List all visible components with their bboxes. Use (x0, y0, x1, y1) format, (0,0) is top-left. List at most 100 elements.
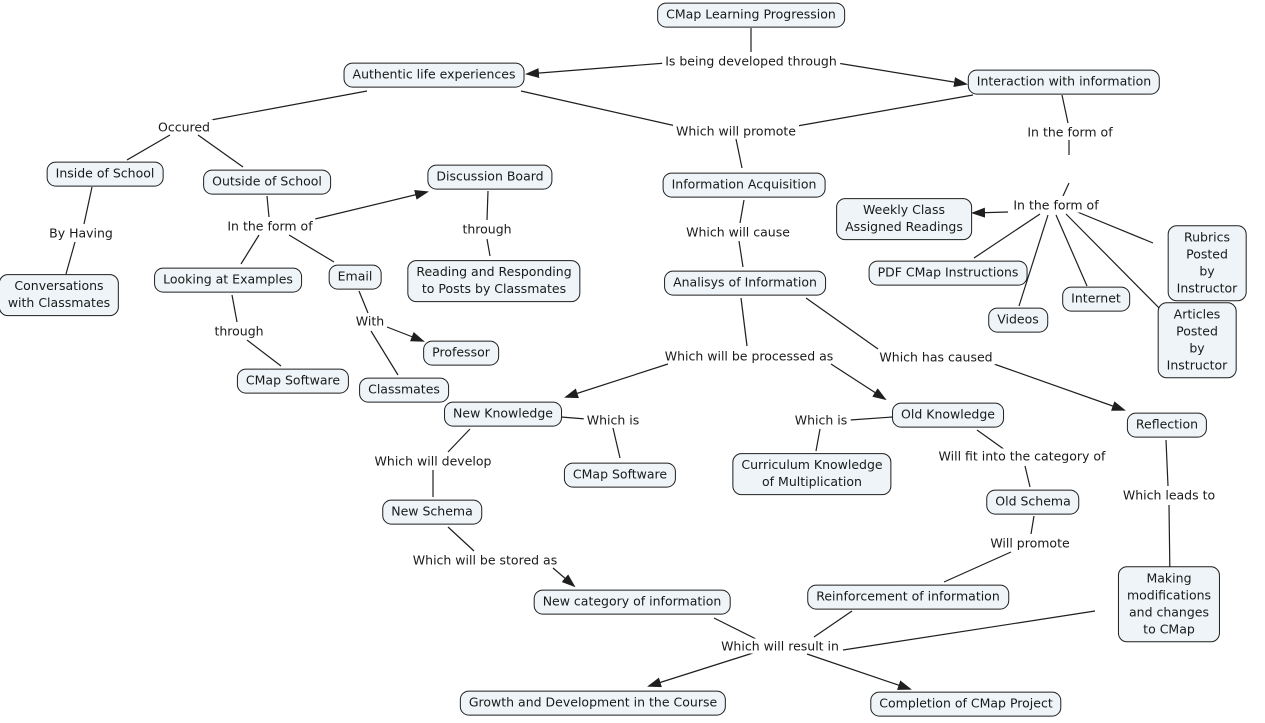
connector-line (65, 241, 76, 275)
connector-line (358, 290, 369, 314)
connector-line (1065, 213, 1172, 321)
linking-phrase-which-will-cause: Which will cause (683, 224, 793, 240)
linking-phrase-through-discussion-board: through (459, 221, 515, 237)
connector-line (1165, 439, 1169, 487)
concept-node-interaction-with-information[interactable]: Interaction with information (967, 69, 1161, 95)
linking-phrase-with: With (352, 313, 388, 329)
connector-arrow (836, 62, 968, 88)
concept-node-old-knowledge[interactable]: Old Knowledge (892, 402, 1004, 428)
concept-node-articles-posted-by-instructor[interactable]: Articles Posted by Instructor (1157, 302, 1237, 378)
connector-line (943, 551, 1012, 583)
linking-phrase-occured: Occured (155, 119, 213, 135)
connector-line (1061, 94, 1069, 124)
connector-arrow (806, 653, 912, 690)
concept-node-cmap-software-center[interactable]: CMap Software (563, 462, 677, 488)
concept-node-curriculum-knowledge-of-multiplication[interactable]: Curriculum Knowledge of Multiplication (732, 453, 892, 495)
connector-line (370, 330, 399, 376)
concept-node-classmates[interactable]: Classmates (359, 377, 449, 403)
concept-node-cmap-learning-progression[interactable]: CMap Learning Progression (657, 2, 845, 28)
connector-line (210, 90, 368, 121)
connector-arrow (830, 363, 887, 401)
connector-line (1030, 515, 1035, 535)
linking-phrase-in-the-form-of-interaction: In the form of (1024, 124, 1116, 140)
concept-node-email[interactable]: Email (328, 264, 382, 290)
concept-node-new-schema[interactable]: New Schema (382, 499, 482, 525)
linking-phrase-which-will-result-in: Which will result in (718, 638, 842, 654)
connector-arrow (993, 363, 1126, 411)
connector-line (447, 526, 475, 552)
concept-node-new-category-of-information[interactable]: New category of information (533, 589, 731, 615)
connector-line (447, 428, 471, 453)
linking-phrase-will-promote: Will promote (987, 535, 1073, 551)
connector-line (197, 134, 244, 168)
concept-node-making-modifications-and-changes[interactable]: Making modifications and changes to CMap (1117, 566, 1221, 642)
connector-line (796, 94, 974, 127)
concept-node-new-knowledge[interactable]: New Knowledge (444, 401, 562, 427)
connector-line (1024, 465, 1031, 488)
concept-node-internet[interactable]: Internet (1062, 286, 1130, 312)
linking-phrase-which-will-develop: Which will develop (371, 453, 495, 469)
connector-line (739, 199, 745, 224)
concept-node-videos[interactable]: Videos (988, 307, 1048, 333)
connector-line (1062, 182, 1070, 197)
concept-node-completion-of-cmap-project[interactable]: Completion of CMap Project (870, 691, 1062, 717)
concept-node-reflection[interactable]: Reflection (1126, 412, 1208, 438)
linking-phrase-in-the-form-of-media: In the form of (1010, 197, 1102, 213)
concept-node-information-acquisition[interactable]: Information Acquisition (662, 172, 826, 198)
concept-node-outside-of-school[interactable]: Outside of School (203, 169, 331, 195)
concept-node-authentic-life-experiences[interactable]: Authentic life experiences (343, 62, 525, 88)
connector-line (813, 610, 853, 638)
linking-phrase-which-has-caused: Which has caused (876, 349, 996, 365)
linking-phrase-which-will-promote: Which will promote (672, 123, 800, 139)
concept-node-pdf-cmap-instructions[interactable]: PDF CMap Instructions (868, 260, 1028, 286)
linking-phrase-by-having: By Having (46, 225, 116, 241)
connector-line (240, 234, 260, 265)
linking-phrase-is-being-developed-through: Is being developed through (662, 53, 840, 69)
connector-line (976, 429, 1006, 451)
concept-node-looking-at-examples[interactable]: Looking at Examples (154, 267, 302, 293)
connector-arrow (971, 207, 1009, 218)
connector-arrow (552, 567, 576, 588)
concept-node-analisys-of-information[interactable]: Analisys of Information (664, 270, 826, 296)
connector-line (738, 240, 744, 268)
concept-node-professor[interactable]: Professor (423, 340, 499, 366)
concept-node-reading-and-responding-to-posts[interactable]: Reading and Responding to Posts by Class… (407, 260, 581, 302)
connector-arrow (386, 326, 425, 342)
linking-phrase-will-fit-into-the-category-of: Will fit into the category of (935, 448, 1109, 464)
linking-phrase-which-is-left: Which is (583, 412, 643, 428)
connector-line (520, 90, 677, 127)
concept-node-conversations-with-classmates[interactable]: Conversations with Classmates (0, 274, 120, 316)
linking-phrase-through-left: through (211, 323, 267, 339)
concept-node-cmap-software-left[interactable]: CMap Software (236, 368, 350, 394)
connector-line (805, 297, 879, 350)
concept-node-rubrics-posted-by-instructor[interactable]: Rubrics Posted by Instructor (1167, 225, 1247, 301)
connector-line (713, 617, 757, 640)
connector-line (126, 134, 171, 161)
connector-line (246, 339, 282, 367)
concept-node-inside-of-school[interactable]: Inside of School (46, 161, 164, 187)
connector-line (486, 190, 489, 221)
concept-node-discussion-board[interactable]: Discussion Board (427, 164, 553, 190)
connector-line (1055, 214, 1088, 287)
connector-line (973, 213, 1041, 259)
concept-node-weekly-class-assigned-readings[interactable]: Weekly Class Assigned Readings (836, 198, 972, 240)
linking-phrase-which-will-be-stored-as: Which will be stored as (409, 552, 561, 568)
connector-line (266, 195, 270, 218)
connector-arrow (647, 652, 754, 688)
connector-line (288, 234, 335, 263)
connector-arrow (525, 62, 667, 79)
linking-phrase-which-is-right: Which is (791, 412, 851, 428)
connector-line (612, 427, 621, 459)
connector-line (735, 138, 743, 169)
concept-node-reinforcement-of-information[interactable]: Reinforcement of information (807, 584, 1009, 610)
linking-phrase-which-will-be-processed-as: Which will be processed as (661, 348, 837, 364)
connector-line (1018, 214, 1049, 307)
connector-line (842, 610, 1096, 651)
concept-node-old-schema[interactable]: Old Schema (986, 489, 1080, 515)
connector-line (1074, 210, 1154, 244)
concept-node-growth-and-development[interactable]: Growth and Development in the Course (459, 690, 727, 716)
connector-line (486, 238, 491, 257)
edge-group (65, 28, 1172, 690)
